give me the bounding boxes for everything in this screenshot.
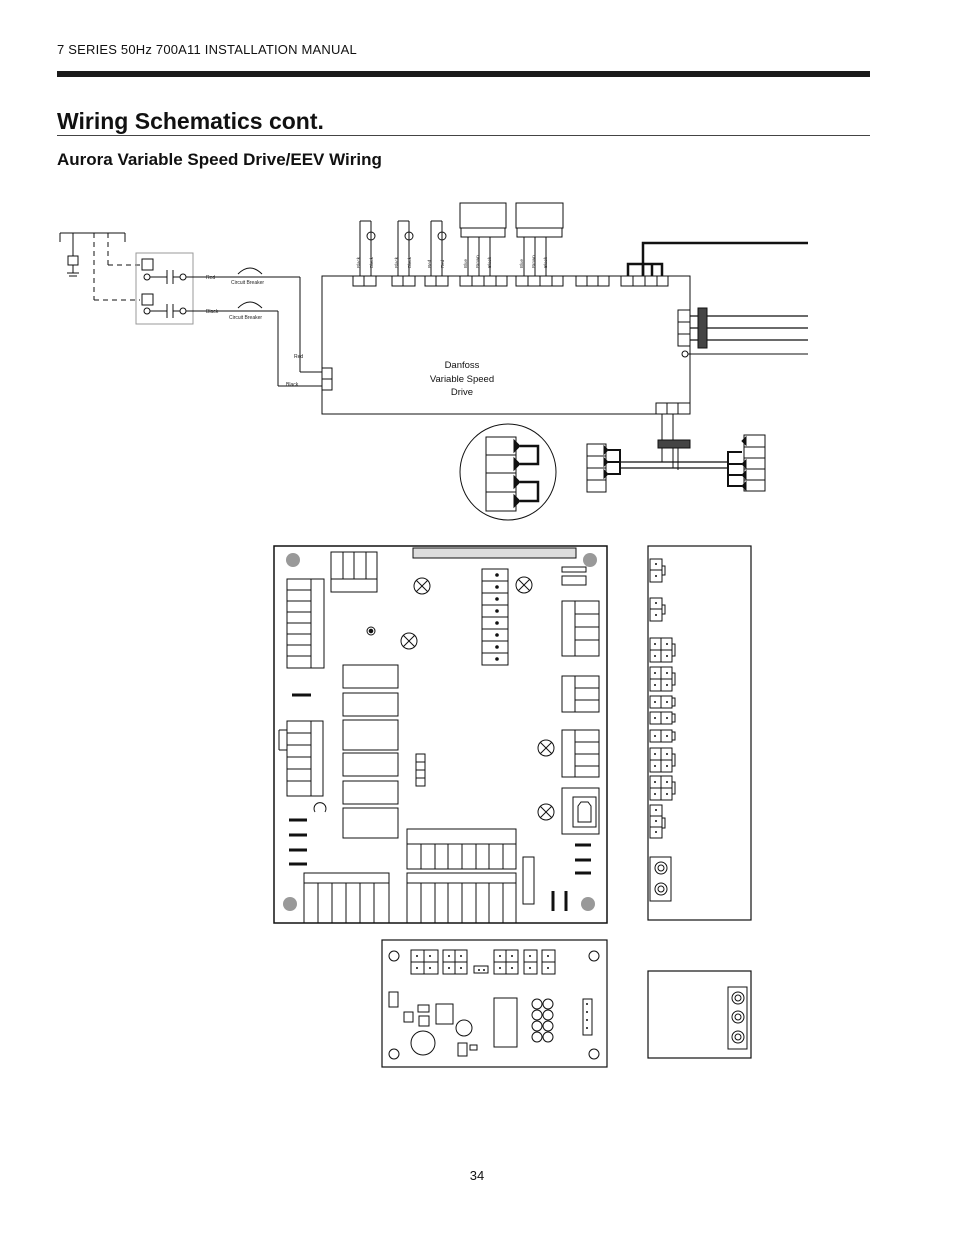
drive-label-line-1: Danfoss (445, 360, 480, 371)
page-title: Wiring Schematics cont. (57, 108, 324, 134)
wire-label-black-2: Black (286, 382, 299, 388)
section-title: Aurora Variable Speed Drive/EEV Wiring (57, 150, 382, 169)
wire-label: Black (356, 256, 361, 268)
header-rule (57, 71, 870, 77)
comm-cable (626, 241, 808, 276)
wire-label: Black (543, 256, 548, 268)
power-supply (59, 232, 333, 391)
wire-label: Blue (463, 258, 468, 268)
terminal-panel (647, 545, 752, 921)
wire-label-black-1: Black (206, 309, 219, 315)
wire-label: Black (394, 256, 399, 268)
title-rule (57, 135, 870, 136)
terminal-leads (359, 202, 564, 276)
wire-label: Brown (475, 255, 480, 268)
wire-label-red-2: Red (294, 354, 303, 360)
circuit-breaker-label-1: Circuit Breaker (231, 280, 264, 286)
connector-inset (459, 423, 557, 521)
eev-harness (586, 414, 766, 493)
drive-label-line-2: Variable Speed (430, 374, 494, 385)
power-terminal-block (647, 970, 752, 1059)
wire-label: Black (407, 256, 412, 268)
wire-label: Blue (519, 258, 524, 268)
expansion-board (381, 939, 608, 1068)
wire-label: Black (369, 256, 374, 268)
terminal-wire-labels: Black Black Black Black Red Red Blue Bro… (356, 255, 548, 268)
drive-label-line-3: Drive (451, 387, 473, 398)
signal-wires (688, 307, 808, 355)
wire-label: Brown (531, 255, 536, 268)
aurora-board (273, 545, 608, 924)
page-number: 34 (469, 1168, 485, 1183)
manual-header: 7 SERIES 50Hz 700A11 INSTALLATION MANUAL (57, 42, 357, 57)
circuit-breaker-label-2: Circuit Breaker (229, 315, 262, 321)
wire-label: Red (427, 259, 432, 268)
wire-label: Red (440, 259, 445, 268)
danfoss-drive (321, 275, 691, 415)
wire-label-red-1: Red (206, 275, 215, 281)
wire-label: Black (487, 256, 492, 268)
